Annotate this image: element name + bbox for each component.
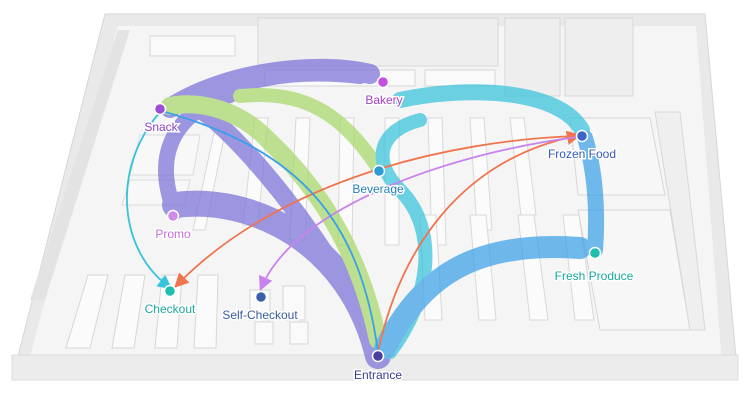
storage-room-2	[564, 17, 634, 97]
node-beverage-label: Beverage	[352, 182, 404, 196]
node-frozen-marker	[575, 129, 589, 143]
node-beverage-marker	[372, 164, 386, 178]
node-selfcheckout-marker	[254, 290, 268, 304]
line-frozen-to-selfcheckout	[259, 136, 579, 291]
checkout-lanes	[65, 274, 309, 349]
node-snack-label: Snack	[144, 120, 178, 134]
checkout-lane-4	[193, 274, 219, 349]
self-checkout-kiosk-4	[289, 321, 309, 345]
node-bakery-label: Bakery	[365, 93, 402, 107]
back-shelf	[149, 35, 236, 57]
flow-frozen-to-fresh	[577, 130, 605, 258]
bakery-counter-2	[424, 69, 496, 87]
line-entrance-to-frozen	[377, 130, 582, 353]
line-entrance-to-snack	[164, 111, 379, 353]
node-entrance-marker	[371, 349, 385, 363]
aisle-5	[427, 117, 447, 246]
node-snack-marker	[153, 102, 167, 116]
line-frozen-to-checkout	[174, 135, 579, 288]
right-wall-fixture	[654, 111, 706, 331]
node-checkout-marker	[163, 284, 177, 298]
back-room	[257, 17, 499, 67]
self-checkout-kiosk-2	[282, 285, 306, 321]
line-snack-to-checkout	[126, 111, 173, 290]
flow-beverage-to-bakery-green	[233, 88, 385, 175]
self-checkout-kiosk-3	[254, 321, 274, 345]
flow-bakery-to-frozen-cyan	[392, 84, 590, 138]
checkout-lane-2	[111, 274, 146, 349]
checkout-lane-1	[65, 274, 109, 349]
node-promo-label: Promo	[155, 227, 191, 241]
node-fresh-label: Fresh Produce	[555, 269, 634, 283]
aisle-7	[509, 117, 537, 216]
node-selfcheckout-label: Self-Checkout	[222, 308, 298, 322]
node-entrance-label: Entrance	[354, 368, 402, 382]
node-fresh-marker	[588, 246, 602, 260]
left-wall-shelving	[30, 30, 130, 300]
flow-entrance-to-snack-green	[161, 95, 387, 349]
flow-bands	[158, 58, 605, 369]
storage-room-1	[504, 17, 561, 97]
node-bakery-marker	[376, 75, 390, 89]
flow-entrance-to-fresh	[374, 236, 591, 359]
flow-lines	[126, 111, 582, 353]
node-frozen-label: Frozen Food	[548, 147, 616, 161]
node-checkout-label: Checkout	[145, 302, 196, 316]
node-promo-marker	[166, 209, 180, 223]
